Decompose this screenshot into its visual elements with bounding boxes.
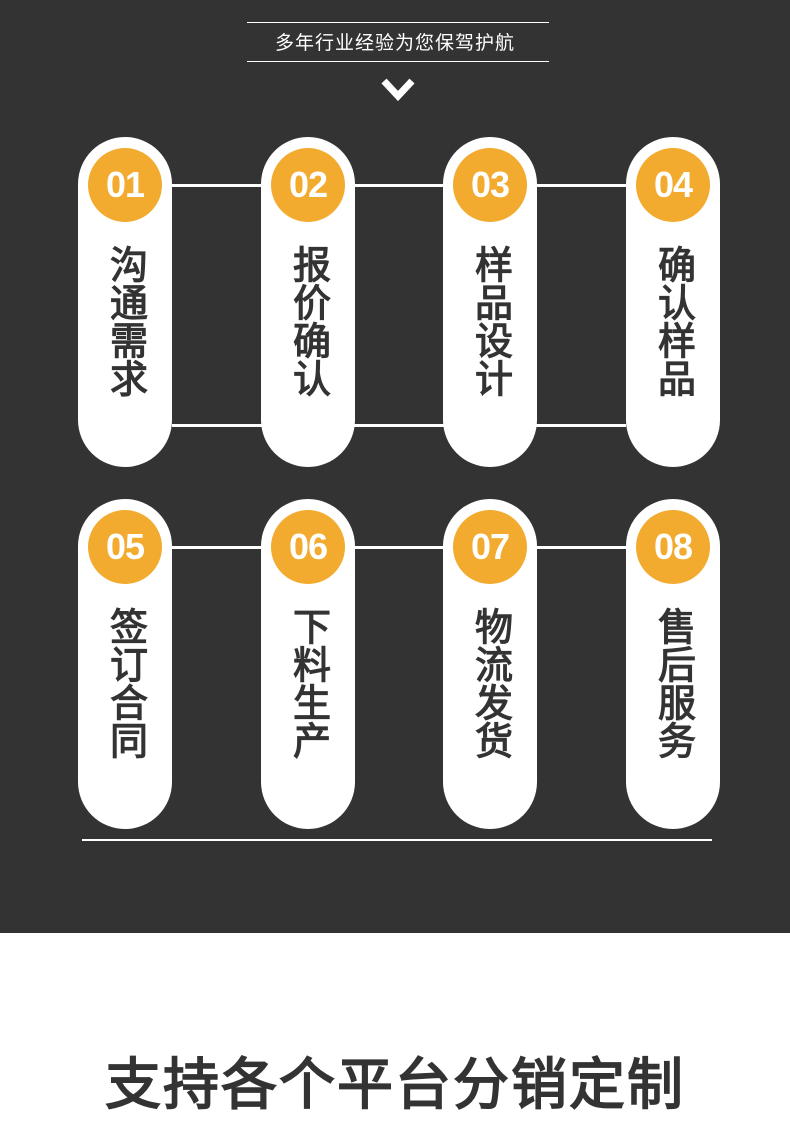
step-card: 08 售后服务 — [626, 499, 720, 829]
step-card: 07 物流发货 — [443, 499, 537, 829]
step-number-badge: 03 — [453, 148, 527, 222]
step-label: 物流发货 — [468, 607, 513, 759]
step-card: 06 下料生产 — [261, 499, 355, 829]
step-card: 01 沟通需求 — [78, 137, 172, 467]
connector-line — [172, 184, 262, 187]
connector-line — [172, 546, 262, 549]
step-card: 04 确认样品 — [626, 137, 720, 467]
step-number-badge: 01 — [88, 148, 162, 222]
step-label: 沟通需求 — [103, 245, 148, 397]
promo-heading: 支持各个平台分销定制 — [105, 1053, 685, 1118]
connector-line — [354, 184, 444, 187]
subtitle-bottom-rule — [247, 61, 549, 62]
chevron-down-icon — [381, 78, 415, 102]
step-label: 售后服务 — [651, 607, 696, 759]
step-label: 报价确认 — [286, 245, 331, 397]
step-card: 03 样品设计 — [443, 137, 537, 467]
process-section: 多年行业经验为您保驾护航 01 沟通需求 02 报价确认 03 样品设计 04 … — [0, 0, 790, 933]
step-label: 确认样品 — [651, 245, 696, 397]
connector-line — [536, 424, 626, 427]
step-card: 02 报价确认 — [261, 137, 355, 467]
step-label: 下料生产 — [286, 607, 331, 759]
connector-line — [172, 424, 262, 427]
step-number-badge: 08 — [636, 510, 710, 584]
step-number-badge: 06 — [271, 510, 345, 584]
step-label: 签订合同 — [103, 607, 148, 759]
section-subtitle: 多年行业经验为您保驾护航 — [274, 32, 515, 54]
step-label: 样品设计 — [468, 245, 513, 397]
step-number-badge: 07 — [453, 510, 527, 584]
step-number-badge: 05 — [88, 510, 162, 584]
step-number-badge: 04 — [636, 148, 710, 222]
connector-line — [536, 546, 626, 549]
connector-line — [354, 424, 444, 427]
connector-line — [354, 546, 444, 549]
divider — [82, 839, 712, 841]
subtitle-top-rule — [247, 22, 549, 23]
connector-line — [536, 184, 626, 187]
step-number-badge: 02 — [271, 148, 345, 222]
step-card: 05 签订合同 — [78, 499, 172, 829]
